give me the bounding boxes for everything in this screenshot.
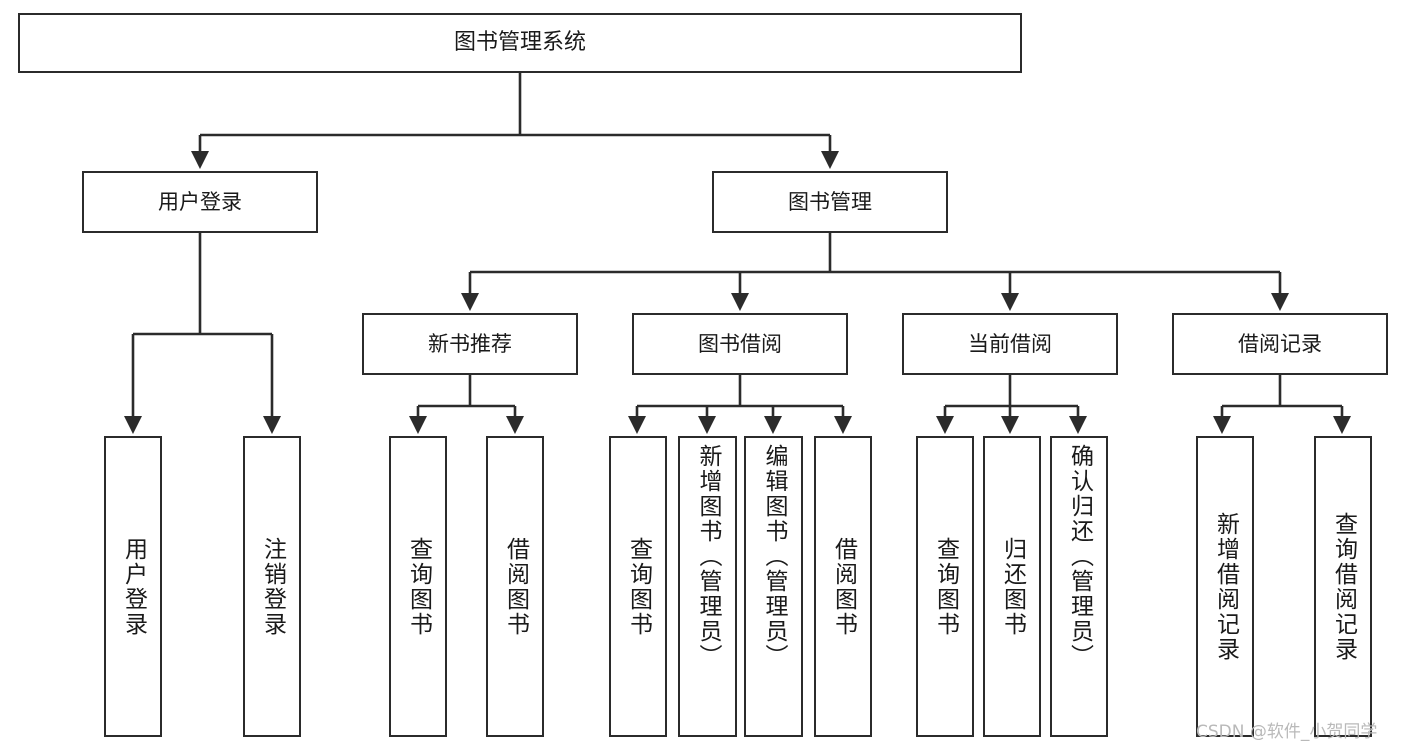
node-leaf-add-record[interactable]: 新增借阅记录 xyxy=(1196,436,1254,737)
node-user-login-label: 用户登录 xyxy=(158,189,242,214)
node-leaf-query-book-2-label: 查询图书 xyxy=(625,536,652,637)
node-leaf-confirm-return-label: 确认归还（管理员） xyxy=(1066,444,1093,669)
node-leaf-add-book-label: 新增图书（管理员） xyxy=(695,444,721,669)
node-leaf-query-book-3[interactable]: 查询图书 xyxy=(916,436,974,737)
node-current-borrowing-label: 当前借阅 xyxy=(968,331,1052,356)
node-leaf-query-record[interactable]: 查询借阅记录 xyxy=(1314,436,1372,737)
node-book-borrowing[interactable]: 图书借阅 xyxy=(632,313,848,375)
node-current-borrowing[interactable]: 当前借阅 xyxy=(902,313,1118,375)
node-leaf-query-book-1[interactable]: 查询图书 xyxy=(389,436,447,737)
node-leaf-borrow-book-1[interactable]: 借阅图书 xyxy=(486,436,544,737)
node-new-book-recommendation[interactable]: 新书推荐 xyxy=(362,313,578,375)
node-leaf-query-book-3-label: 查询图书 xyxy=(932,536,959,637)
node-leaf-logout-label: 注销登录 xyxy=(259,536,286,637)
node-leaf-user-login-label: 用户登录 xyxy=(120,536,147,637)
node-leaf-borrow-book-2[interactable]: 借阅图书 xyxy=(814,436,872,737)
node-leaf-return-book[interactable]: 归还图书 xyxy=(983,436,1041,737)
node-leaf-user-login[interactable]: 用户登录 xyxy=(104,436,162,737)
node-user-login[interactable]: 用户登录 xyxy=(82,171,318,233)
node-book-borrowing-label: 图书借阅 xyxy=(698,331,782,356)
node-leaf-borrow-book-1-label: 借阅图书 xyxy=(502,536,529,637)
node-leaf-logout[interactable]: 注销登录 xyxy=(243,436,301,737)
node-root[interactable]: 图书管理系统 xyxy=(18,13,1022,73)
node-leaf-add-book[interactable]: 新增图书（管理员） xyxy=(678,436,737,737)
node-leaf-add-record-label: 新增借阅记录 xyxy=(1212,511,1239,662)
node-leaf-query-record-label: 查询借阅记录 xyxy=(1330,511,1357,662)
node-borrowing-record-label: 借阅记录 xyxy=(1238,331,1322,356)
node-leaf-return-book-label: 归还图书 xyxy=(999,536,1026,637)
node-leaf-confirm-return[interactable]: 确认归还（管理员） xyxy=(1050,436,1108,737)
node-book-management-label: 图书管理 xyxy=(788,189,872,214)
node-root-label: 图书管理系统 xyxy=(453,30,586,56)
node-leaf-edit-book[interactable]: 编辑图书（管理员） xyxy=(744,436,803,737)
node-borrowing-record[interactable]: 借阅记录 xyxy=(1172,313,1388,375)
node-leaf-borrow-book-2-label: 借阅图书 xyxy=(830,536,857,637)
node-new-book-recommendation-label: 新书推荐 xyxy=(428,331,512,356)
node-leaf-query-book-2[interactable]: 查询图书 xyxy=(609,436,667,737)
csdn-watermark: CSDN @软件_小贺同学 xyxy=(1196,722,1378,742)
node-leaf-edit-book-label: 编辑图书（管理员） xyxy=(761,444,787,669)
node-book-management[interactable]: 图书管理 xyxy=(712,171,948,233)
node-leaf-query-book-1-label: 查询图书 xyxy=(405,536,432,637)
